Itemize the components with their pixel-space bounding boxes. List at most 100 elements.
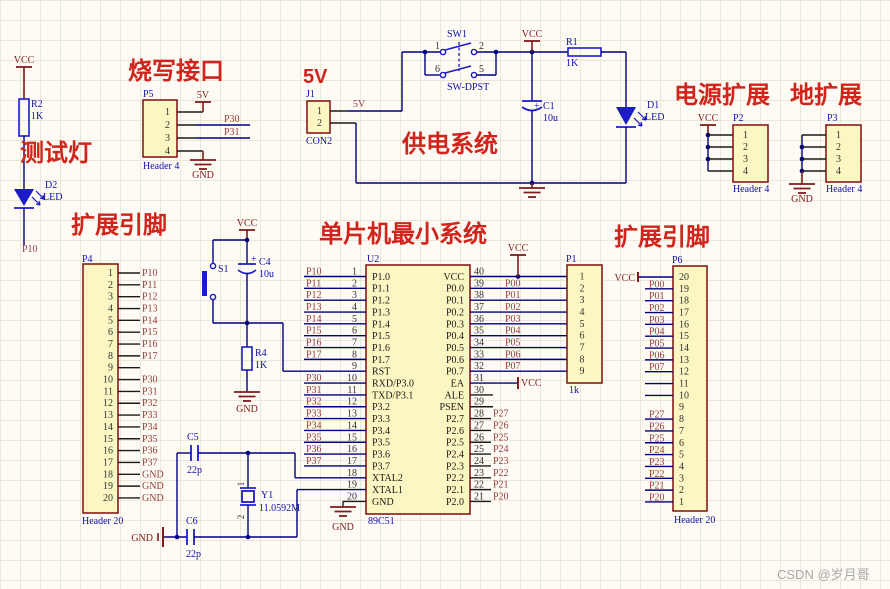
u2-pin-number: 19 [347, 480, 357, 491]
vcc-label: VCC [522, 29, 543, 40]
5v-port-label: 5V [197, 90, 210, 101]
crystal-y1[interactable] [241, 490, 255, 503]
resistor-r1[interactable] [567, 47, 602, 57]
switch-lever-icon [444, 65, 472, 74]
watermark: CSDN @岁月哥 [777, 567, 870, 582]
led-d1-icon[interactable] [616, 107, 636, 125]
u2-pin-number: 21 [474, 491, 484, 502]
u2-pin-name: P1.7 [372, 355, 390, 366]
u2-pin-name: P3.6 [372, 450, 390, 461]
s1-button[interactable] [202, 271, 207, 296]
u2-pin-number: 31 [474, 373, 484, 384]
p3-box[interactable] [825, 124, 862, 183]
u2-net-label: P04 [505, 326, 521, 337]
u2-net-label: P27 [493, 409, 509, 420]
u2-pin-number: 38 [474, 290, 484, 301]
p4-box[interactable] [82, 263, 119, 514]
p6-pin-number: 16 [679, 319, 689, 330]
title-expand-pins-right: 扩展引脚 [614, 224, 710, 251]
title-burn-interface: 烧写接口 [128, 58, 224, 85]
p3-type: Header 4 [826, 184, 862, 195]
s1-ref: S1 [218, 264, 229, 275]
p4-pin-number: 14 [103, 422, 113, 433]
u2-pin-number: 17 [347, 456, 357, 467]
switch-pin-icon [470, 71, 478, 79]
u2-net-label: P15 [306, 326, 322, 337]
p1-box[interactable] [566, 264, 603, 384]
p6-pin-number: 3 [679, 473, 684, 484]
u2-box[interactable] [365, 264, 471, 515]
u2-pin-number: 37 [474, 302, 484, 313]
u2-net-label: P32 [306, 397, 322, 408]
p3-ref: P3 [827, 113, 838, 124]
p2-pin-number: 1 [743, 130, 748, 141]
switch-lever-icon [444, 42, 472, 51]
u2-pin-name: P3.5 [372, 438, 390, 449]
u2-pin-number: 4 [352, 302, 357, 313]
title-power-system: 供电系统 [402, 131, 498, 158]
p2-box[interactable] [732, 124, 769, 183]
u2-pin-number: 30 [474, 385, 484, 396]
plus-sign: + [534, 101, 540, 112]
u2-net-label: P16 [306, 338, 322, 349]
u2-pin-number: 3 [352, 290, 357, 301]
p6-pin-number: 17 [679, 308, 689, 319]
u2-pin-number: 36 [474, 314, 484, 325]
u2-pin-number: 7 [352, 338, 357, 349]
p4-pin-number: 8 [108, 351, 113, 362]
title-mcu-min-system: 单片机最小系统 [319, 221, 487, 248]
p5-box[interactable] [142, 99, 178, 158]
p4-pin-number: 18 [103, 469, 113, 480]
p4-pin-number: 15 [103, 434, 113, 445]
u2-net-label: P14 [306, 314, 322, 325]
u2-net-label: P30 [306, 373, 322, 384]
led-arrow-icon [39, 197, 45, 200]
u2-pin-name: P0.1 [446, 296, 464, 307]
u2-net-label: P25 [493, 432, 509, 443]
p6-net-label: P25 [649, 433, 665, 444]
u2-pin-name: P2.0 [446, 497, 464, 508]
p6-pin-number: 15 [679, 331, 689, 342]
u2-net-label: P06 [505, 349, 521, 360]
p4-net-label: GND [142, 469, 164, 480]
u2-pin-number: 26 [474, 432, 484, 443]
sw1-pin-number: 1 [435, 41, 440, 52]
p6-box[interactable] [672, 265, 708, 512]
u2-pin-name: P2.4 [446, 450, 464, 461]
resistor-r2[interactable] [18, 98, 30, 137]
led-d2-icon[interactable] [14, 189, 34, 206]
u2-pin-number: 25 [474, 444, 484, 455]
p1-ref: P1 [566, 254, 577, 265]
resistor-r4[interactable] [241, 346, 253, 371]
switch-pin-icon [209, 293, 217, 301]
p5-pin-number: 4 [165, 146, 170, 157]
r4-ref: R4 [255, 348, 267, 359]
u2-pin-number: 33 [474, 349, 484, 360]
p3-pin-number: 2 [836, 142, 841, 153]
led-arrow-icon [31, 196, 41, 206]
p2-pin-number: 3 [743, 154, 748, 165]
u2-pin-number: 28 [474, 409, 484, 420]
p4-net-label: P30 [142, 375, 158, 386]
vcc-label: VCC [14, 55, 35, 66]
u2-pin-name: P2.6 [446, 426, 464, 437]
u2-net-label: P24 [493, 444, 509, 455]
led-arrow-icon [644, 115, 647, 121]
p1-pin-number: 7 [580, 343, 585, 354]
p1-pin-number: 5 [580, 319, 585, 330]
u2-net-label: P26 [493, 420, 509, 431]
r2-value: 1K [31, 111, 44, 122]
u2-pin-number: 14 [347, 420, 357, 431]
net-label-p30: P30 [224, 114, 240, 125]
sw1-pin-number: 6 [435, 64, 440, 75]
u2-pin-name: P1.3 [372, 307, 390, 318]
p4-net-label: GND [142, 493, 164, 504]
p5-pin-number: 3 [165, 133, 170, 144]
u2-net-label: P37 [306, 456, 322, 467]
u2-pin-name: P3.4 [372, 426, 390, 437]
j1-box[interactable] [306, 100, 331, 134]
p6-pin-number: 11 [679, 379, 689, 390]
p6-pin-number: 1 [679, 497, 684, 508]
p4-pin-number: 20 [103, 493, 113, 504]
